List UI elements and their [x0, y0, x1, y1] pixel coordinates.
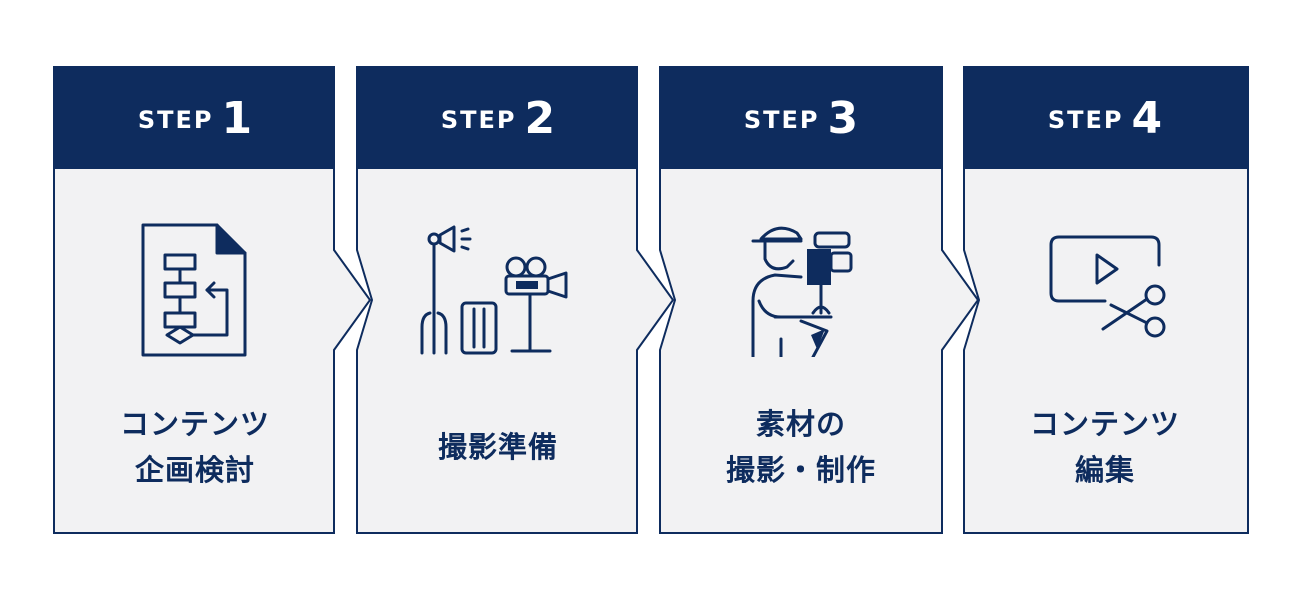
- step-label-line: コンテンツ: [119, 407, 270, 441]
- step-2: STEP 2 撮影準備: [356, 67, 640, 533]
- step-word: STEP: [440, 106, 517, 134]
- step-label-line: 撮影・制作: [725, 453, 876, 487]
- step3-header-bg: [659, 67, 943, 169]
- video-edit-scissors-icon: [1049, 235, 1166, 338]
- step-4: STEP 4 コンテンツ 編集: [963, 67, 1247, 533]
- flowchart-document-icon: [141, 223, 247, 357]
- step-3-header: STEP 3: [659, 67, 943, 169]
- step3-body: [659, 66, 980, 534]
- step-1: STEP 1 コンテンツ 企画検討: [53, 67, 337, 533]
- camera-operator-icon: [751, 226, 853, 357]
- step-label-line: 素材の: [755, 407, 846, 441]
- step-word: STEP: [137, 106, 214, 134]
- step-word: STEP: [1047, 106, 1124, 134]
- step-4-label: コンテンツ 編集: [963, 392, 1247, 502]
- step-number: 4: [1131, 92, 1163, 144]
- step-4-header: STEP 4: [963, 67, 1247, 169]
- step1-header-bg: [53, 67, 335, 169]
- step-3: STEP 3 素材の 撮影・制作: [659, 67, 943, 533]
- step-label-line: 企画検討: [134, 453, 255, 487]
- step2-body: [356, 66, 675, 534]
- step2-header-bg: [356, 67, 638, 169]
- step-word: STEP: [743, 106, 820, 134]
- step-2-label: 撮影準備: [356, 392, 640, 502]
- step-3-label: 素材の 撮影・制作: [659, 392, 943, 502]
- step-2-header: STEP 2: [356, 67, 640, 169]
- step-1-label: コンテンツ 企画検討: [53, 392, 337, 502]
- step-label-line: 撮影準備: [437, 430, 558, 464]
- step-number: 3: [827, 92, 859, 144]
- step-number: 2: [524, 92, 556, 144]
- step4-header-bg: [963, 67, 1249, 169]
- step-label-line: コンテンツ: [1029, 407, 1180, 441]
- film-equipment-icon: [420, 225, 568, 355]
- step-number: 1: [221, 92, 253, 144]
- step-label-line: 編集: [1074, 453, 1135, 487]
- step-1-header: STEP 1: [53, 67, 337, 169]
